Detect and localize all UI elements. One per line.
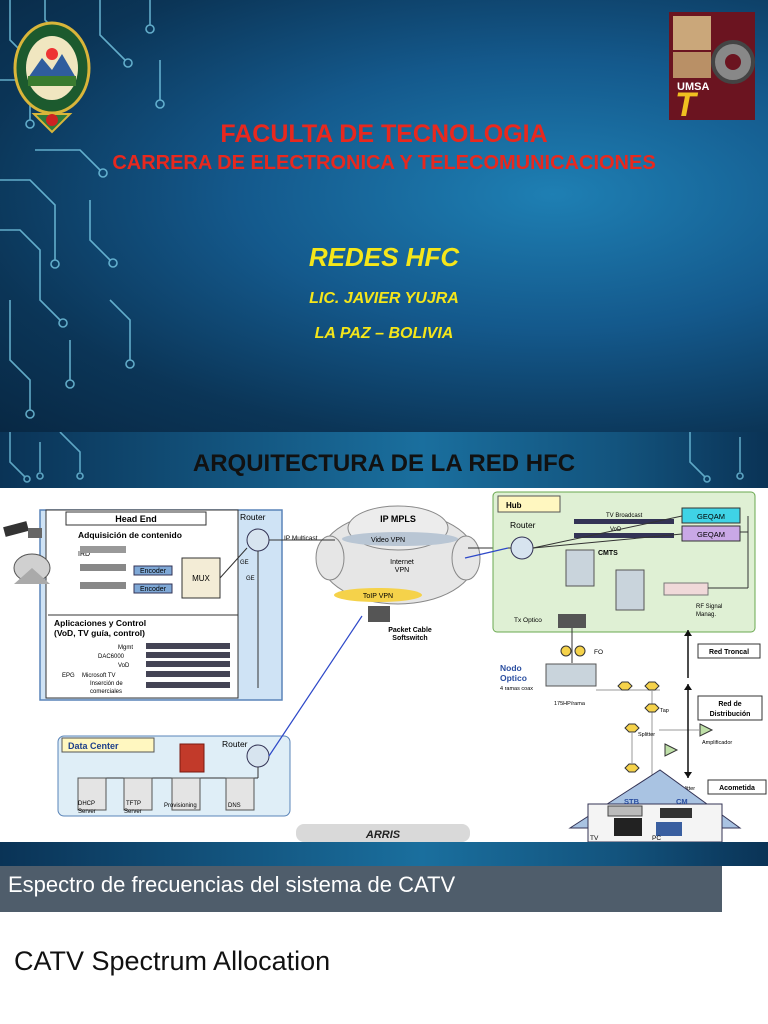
svg-text:IP Multicast: IP Multicast [284, 535, 318, 542]
svg-text:GEQAM: GEQAM [697, 512, 725, 521]
hub-block: Hub Router TV Broadcast VoD GEQAM GEQAM … [492, 491, 756, 633]
svg-text:DAC6000: DAC6000 [98, 654, 125, 660]
svg-text:RF Signal: RF Signal [696, 604, 722, 610]
data-center-block: Data Center Router DHCP Server TFTP Serv… [57, 735, 291, 817]
svg-text:VoD: VoD [118, 663, 130, 669]
title-slide: UMSA T FACULTA DE TECNOLOGIA CARRERA DE … [0, 0, 768, 432]
svg-text:Router: Router [240, 512, 266, 522]
svg-text:Packet Cable: Packet Cable [388, 627, 432, 634]
slide-title: Espectro de frecuencias del sistema de C… [8, 872, 456, 897]
svg-text:IP MPLS: IP MPLS [380, 514, 416, 524]
svg-text:STB: STB [624, 797, 640, 806]
svg-text:Tx Optico: Tx Optico [514, 617, 542, 624]
svg-text:TFTP: TFTP [126, 801, 141, 807]
svg-text:EPG: EPG [62, 673, 75, 679]
svg-text:Internet: Internet [390, 559, 414, 566]
svg-text:175HP/rama: 175HP/rama [554, 701, 586, 707]
slide-title: ARQUITECTURA DE LA RED HFC [192, 450, 576, 477]
svg-text:Splitter: Splitter [638, 732, 655, 738]
svg-text:DHCP: DHCP [78, 801, 95, 807]
svg-text:Distribución: Distribución [710, 711, 751, 718]
svg-text:Router: Router [222, 739, 248, 749]
svg-text:Nodo: Nodo [500, 663, 522, 673]
svg-text:CM: CM [676, 797, 688, 806]
topic-title: REDES HFC [308, 242, 460, 272]
svg-text:T: T [675, 86, 699, 120]
location: LA PAZ – BOLIVIA [314, 325, 454, 342]
svg-text:(VoD, TV guía, control): (VoD, TV guía, control) [54, 628, 145, 638]
svg-text:Microsoft TV: Microsoft TV [82, 673, 116, 679]
svg-text:comerciales: comerciales [90, 689, 122, 695]
optical-node-path: FO Nodo Optico 4 ramas coax 175HP/rama T… [500, 628, 732, 792]
university-seal-logo [13, 21, 91, 134]
svg-text:ToIP VPN: ToIP VPN [363, 593, 393, 600]
svg-text:Acometida: Acometida [719, 785, 755, 792]
faculty-title: FACULTA DE TECNOLOGIA [220, 120, 548, 148]
svg-text:VPN: VPN [395, 567, 409, 574]
architecture-slide: ARQUITECTURA DE LA RED HFC Head End Adqu… [0, 432, 768, 866]
svg-text:Server: Server [124, 809, 142, 815]
head-end-block: Head End Adquisición de contenido IRD En… [39, 509, 283, 701]
career-title: CARRERA DE ELECTRONICA Y TELECOMUNICACIO… [112, 152, 656, 174]
svg-text:Amplificador: Amplificador [702, 740, 732, 746]
arris-logo: ARRIS [365, 829, 401, 841]
svg-text:GE: GE [246, 576, 255, 582]
svg-text:Video VPN: Video VPN [371, 537, 405, 544]
svg-text:Aplicaciones y Control: Aplicaciones y Control [54, 618, 146, 628]
svg-text:Head End: Head End [115, 514, 157, 524]
svg-text:Encoder: Encoder [140, 586, 167, 593]
customer-house: STB CM TV PC [568, 769, 742, 842]
circuit-pattern [9, 432, 744, 483]
svg-text:MUX: MUX [192, 574, 210, 583]
svg-text:Softswitch: Softswitch [392, 635, 427, 642]
satellite-dish-icon [13, 553, 51, 584]
svg-text:TV: TV [590, 835, 599, 842]
satellite-icon [3, 521, 42, 538]
svg-text:FO: FO [594, 649, 603, 656]
svg-text:Data Center: Data Center [68, 741, 119, 751]
ip-mpls-cloud: IP MPLS Video VPN Internet VPN ToIP VPN … [315, 505, 481, 642]
spectrum-heading: CATV Spectrum Allocation [14, 946, 331, 976]
svg-text:Adquisición de contenido: Adquisición de contenido [78, 530, 182, 540]
svg-text:Manag.: Manag. [696, 612, 716, 618]
svg-text:GE: GE [240, 560, 249, 566]
hfc-architecture-diagram: Head End Adquisición de contenido IRD En… [0, 488, 768, 842]
svg-text:CMTS: CMTS [598, 550, 618, 557]
faculty-logo: UMSA T [669, 12, 755, 120]
svg-text:Inserción de: Inserción de [90, 681, 123, 687]
svg-text:Red de: Red de [718, 701, 741, 708]
svg-text:Hub: Hub [506, 501, 522, 510]
svg-text:Mgmt: Mgmt [118, 645, 133, 651]
svg-text:UMSA: UMSA [677, 81, 709, 93]
circuit-pattern [0, 0, 165, 419]
svg-text:Server: Server [78, 809, 96, 815]
slide-title-bar: Espectro de frecuencias del sistema de C… [0, 866, 722, 912]
svg-text:DNS: DNS [228, 803, 241, 809]
svg-text:Encoder: Encoder [140, 568, 167, 575]
network-segment-labels: Red Troncal Red de Distribución Acometid… [684, 630, 767, 795]
svg-text:Provisioning: Provisioning [164, 803, 197, 809]
svg-text:Tap: Tap [660, 708, 669, 714]
svg-text:Router: Router [510, 520, 536, 530]
svg-text:GEQAM: GEQAM [697, 530, 725, 539]
author-name: LIC. JAVIER YUJRA [309, 290, 459, 307]
svg-text:TV Broadcast: TV Broadcast [606, 513, 643, 519]
svg-text:IRD: IRD [78, 551, 90, 558]
svg-text:4 ramas coax: 4 ramas coax [500, 686, 533, 692]
spectrum-slide: Espectro de frecuencias del sistema de C… [0, 866, 768, 1024]
svg-text:PC: PC [652, 835, 661, 842]
svg-text:Optico: Optico [500, 673, 527, 683]
svg-text:Red Troncal: Red Troncal [709, 649, 749, 656]
